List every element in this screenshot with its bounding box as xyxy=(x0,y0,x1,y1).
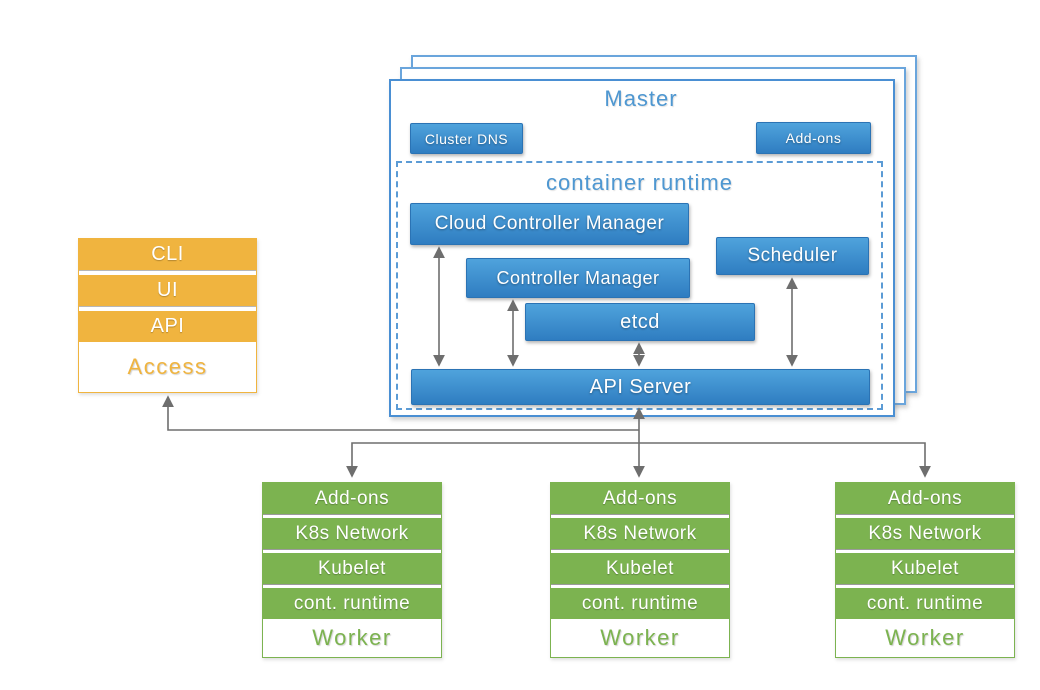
worker-label: Worker xyxy=(312,625,392,650)
divider xyxy=(836,549,1014,553)
divider xyxy=(263,514,441,518)
scheduler-box: Scheduler xyxy=(716,237,869,275)
worker-item-kubelet: Kubelet xyxy=(263,553,441,584)
access-item-cli: CLI xyxy=(79,239,256,270)
divider xyxy=(79,306,256,311)
divider xyxy=(836,514,1014,518)
access-label: Access xyxy=(127,354,208,379)
divider xyxy=(551,514,729,518)
divider xyxy=(551,584,729,588)
arrow-apiserver-workers xyxy=(346,442,931,478)
worker-item-k8s-network: K8s Network xyxy=(551,518,729,549)
worker-item-cont-runtime: cont. runtime xyxy=(263,588,441,619)
divider xyxy=(551,549,729,553)
access-item-api: API xyxy=(79,311,256,342)
api-server-box: API Server xyxy=(411,369,870,405)
worker-node-1: Add-ons K8s Network Kubelet cont. runtim… xyxy=(262,482,442,658)
master-addons-box: Add-ons xyxy=(756,122,871,154)
divider xyxy=(263,584,441,588)
divider xyxy=(79,270,256,275)
divider xyxy=(263,549,441,553)
cloud-controller-manager-box: Cloud Controller Manager xyxy=(410,203,689,245)
worker-item-addons: Add-ons xyxy=(263,483,441,514)
worker-item-k8s-network: K8s Network xyxy=(836,518,1014,549)
worker-node-2: Add-ons K8s Network Kubelet cont. runtim… xyxy=(550,482,730,658)
container-runtime-label: container runtime xyxy=(546,170,733,195)
worker-item-kubelet: Kubelet xyxy=(836,553,1014,584)
worker-item-cont-runtime: cont. runtime xyxy=(551,588,729,619)
master-title: Master xyxy=(604,86,678,111)
worker-item-addons: Add-ons xyxy=(551,483,729,514)
etcd-box: etcd xyxy=(525,303,755,341)
controller-manager-box: Controller Manager xyxy=(466,258,690,298)
worker-node-3: Add-ons K8s Network Kubelet cont. runtim… xyxy=(835,482,1015,658)
worker-label: Worker xyxy=(885,625,965,650)
worker-item-kubelet: Kubelet xyxy=(551,553,729,584)
divider xyxy=(836,584,1014,588)
worker-item-k8s-network: K8s Network xyxy=(263,518,441,549)
worker-item-addons: Add-ons xyxy=(836,483,1014,514)
access-item-ui: UI xyxy=(79,275,256,306)
worker-label: Worker xyxy=(600,625,680,650)
worker-item-cont-runtime: cont. runtime xyxy=(836,588,1014,619)
access-panel: CLI UI API Access xyxy=(78,238,257,393)
cluster-dns-box: Cluster DNS xyxy=(410,123,523,154)
